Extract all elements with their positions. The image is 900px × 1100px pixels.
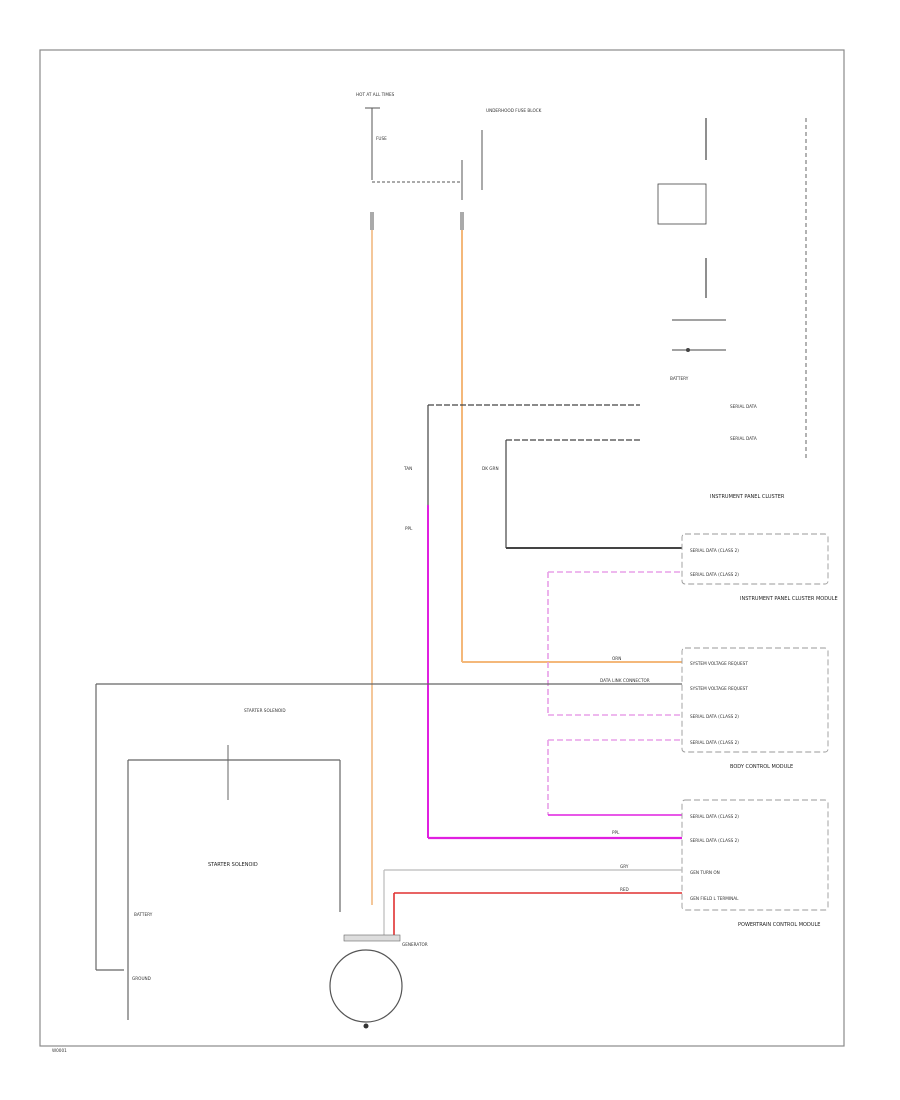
pcm-gen-l-label: GEN FIELD L TERMINAL [690,896,739,901]
diagram-border [39,49,845,1047]
ic-name-label: INSTRUMENT PANEL CLUSTER [710,494,785,500]
fuse-block: HOT AT ALL TIMES FUSE UNDERHOOD FUSE BLO… [356,92,542,230]
cluster-wiring: SERIAL DATA SERIAL DATA INSTRUMENT PANEL… [403,404,785,549]
footer-code: W0001 [52,1048,67,1053]
data-link-label: DATA LINK CONNECTOR [600,678,650,683]
fuse-label: FUSE [376,136,387,141]
ipc-name-label: INSTRUMENT PANEL CLUSTER MODULE [740,596,838,602]
ipc-serial-1-label: SERIAL DATA (CLASS 2) [690,548,739,553]
bcm-name-label: BODY CONTROL MODULE [730,764,793,770]
data-link-wiring: DATA LINK CONNECTOR [95,678,682,971]
ic-serial-b-label: SERIAL DATA [730,436,757,441]
bcm-serial-1-label: SERIAL DATA (CLASS 2) [690,714,739,719]
wire-gry-label: GRY [620,864,629,869]
wire-red-label: RED [620,887,629,892]
bcm-sys-v1-label: SYSTEM VOLTAGE REQUEST [690,661,748,666]
pcm-module: SERIAL DATA (CLASS 2) SERIAL DATA (CLASS… [681,799,829,928]
starter-ref-label: STARTER SOLENOID [244,708,286,713]
starter-block: STARTER SOLENOID STARTER SOLENOID BATTER… [127,708,341,1020]
bcm-module: SYSTEM VOLTAGE REQUEST SYSTEM VOLTAGE RE… [681,647,829,770]
ipc-module: SERIAL DATA (CLASS 2) SERIAL DATA (CLASS… [681,533,838,602]
battery-label: BATTERY [134,912,153,917]
generator-wiring: RED GRY [383,864,682,935]
wire-ppl-label-2: PPL [612,830,620,835]
hot-at-all-times-label: HOT AT ALL TIMES [356,92,395,97]
generator-label: GENERATOR [402,942,428,947]
bcm-sys-v2-label: SYSTEM VOLTAGE REQUEST [690,686,748,691]
fuse-block-label: UNDERHOOD FUSE BLOCK [486,108,542,113]
generator: GENERATOR [329,934,428,1029]
starter-label: STARTER SOLENOID [208,862,258,868]
pcm-gen-turn-on-label: GEN TURN ON [690,870,720,875]
ipc-serial-2-label: SERIAL DATA (CLASS 2) [690,572,739,577]
pcm-name-label: POWERTRAIN CONTROL MODULE [738,922,820,928]
ic-serial-a-label: SERIAL DATA [730,404,757,409]
battery-ground-label: GROUND [132,976,151,981]
wire-ppl-label: PPL [405,526,413,531]
circuit-tan-label: TAN [403,466,412,471]
serial-data-wiring: PPL PPL [405,505,682,840]
legend-battery-label: BATTERY [670,376,689,381]
pcm-serial-1-label: SERIAL DATA (CLASS 2) [690,814,739,819]
pcm-serial-2-label: SERIAL DATA (CLASS 2) [690,838,739,843]
circuit-dkgrn-label: DK GRN [482,466,499,471]
legend: BATTERY [657,118,807,460]
bcm-serial-2-label: SERIAL DATA (CLASS 2) [690,740,739,745]
wire-orn-label: ORN [612,656,621,661]
